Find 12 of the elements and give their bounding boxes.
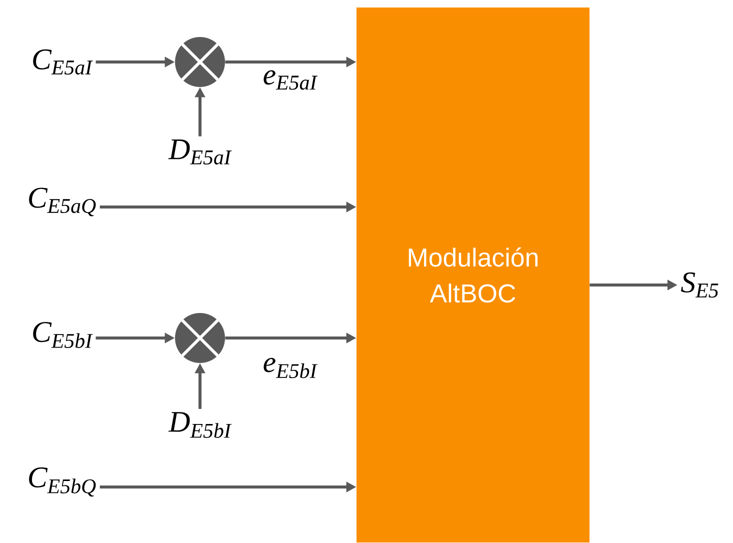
signal-label: D$_{E5bI}$ bbox=[168, 412, 232, 438]
mixer-symbol bbox=[175, 37, 225, 87]
modulator-block: Modulación AltBOC bbox=[356, 8, 590, 542]
signal-label: S$_{E5}$ bbox=[681, 272, 718, 298]
signal-label: C$_{E5bQ}$ bbox=[29, 467, 96, 497]
signal-label: D$_{E5aI}$ bbox=[168, 140, 232, 164]
signal-label: C$_{E5aI}$ bbox=[33, 49, 93, 75]
signal-label: C$_{E5aQ}$ bbox=[29, 188, 96, 216]
edge-label: e$_{E5aI}$ bbox=[264, 70, 318, 90]
signal-label: C$_{E5bI}$ bbox=[33, 322, 93, 348]
mixer-symbol bbox=[175, 313, 225, 363]
edge-label: e$_{E5bI}$ bbox=[264, 358, 318, 378]
